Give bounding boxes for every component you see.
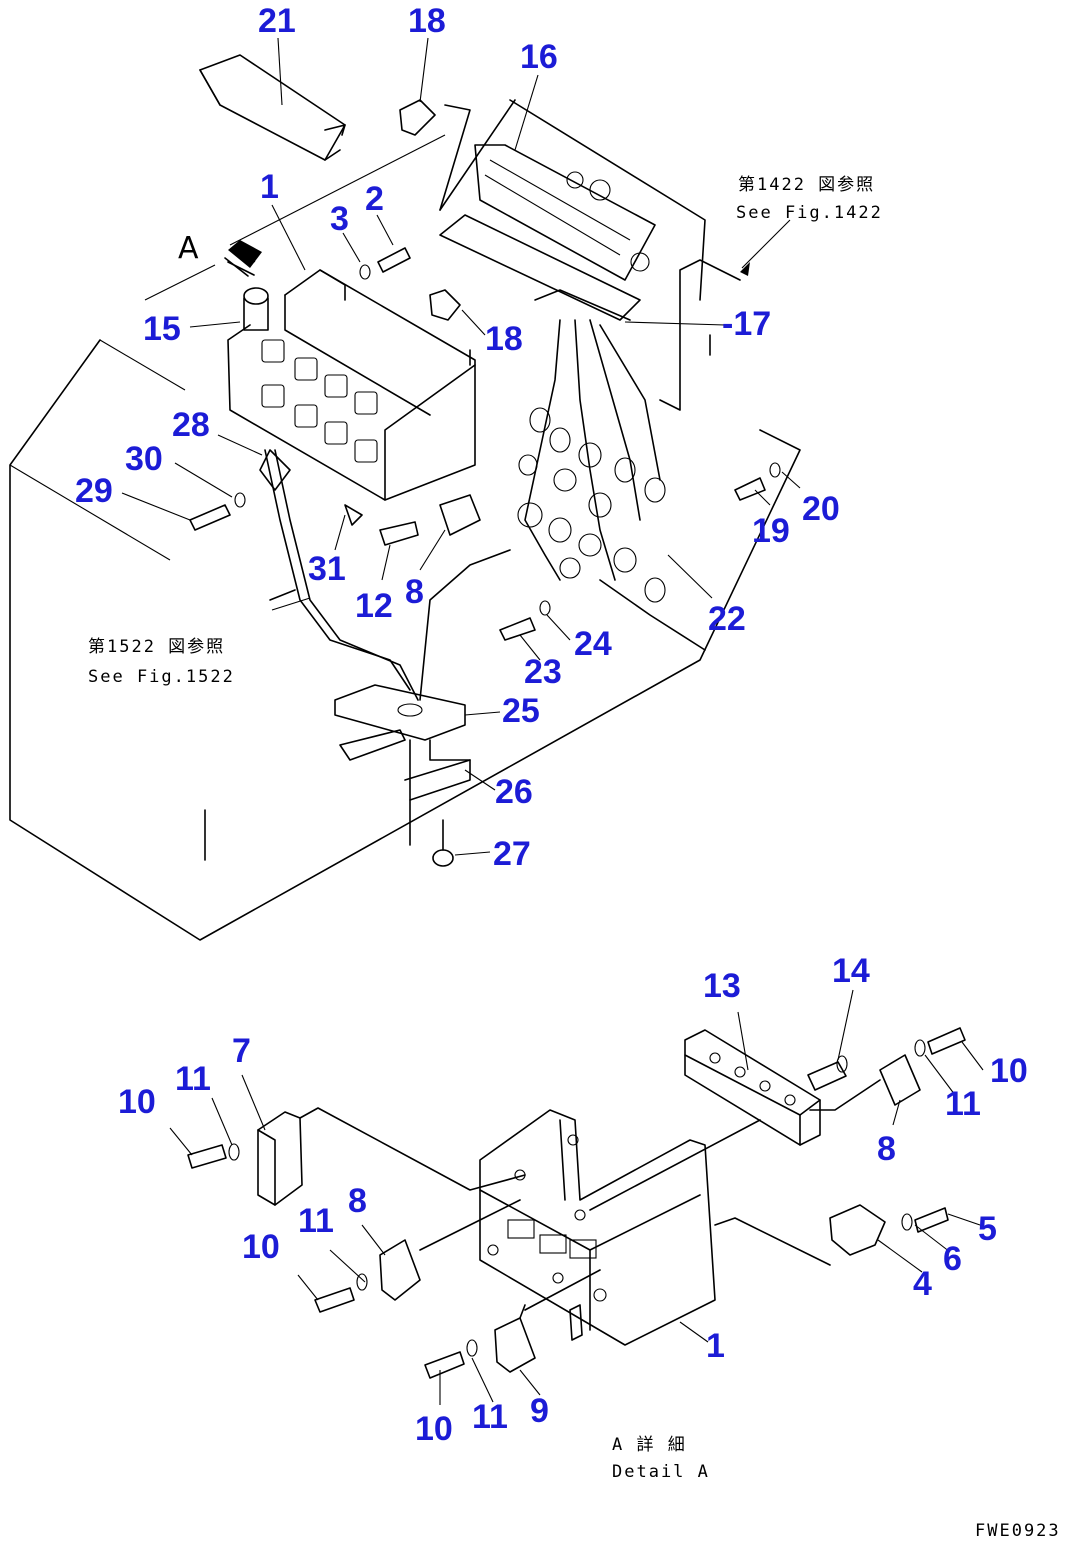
callout-12: 12 bbox=[355, 587, 393, 625]
callout-4: 4 bbox=[913, 1265, 932, 1303]
ref-1422-jp: 第1422 図参照 bbox=[738, 175, 875, 195]
callout-31: 31 bbox=[308, 550, 346, 588]
ref-arrow-1422 bbox=[741, 219, 791, 269]
callout-30: 30 bbox=[125, 440, 163, 478]
callout-26: 26 bbox=[495, 773, 533, 811]
callout-10a: 10 bbox=[118, 1083, 156, 1121]
bolt-2-washer-3 bbox=[359, 247, 411, 280]
callout-16: 16 bbox=[520, 38, 558, 76]
clip-18-mid bbox=[429, 289, 461, 321]
relay-box-1-detail bbox=[479, 1109, 716, 1346]
callout-7: 7 bbox=[232, 1032, 251, 1070]
callout-3: 3 bbox=[330, 200, 349, 238]
leader-lines-lower bbox=[169, 989, 984, 1405]
harness-down bbox=[264, 449, 511, 701]
callout-14: 14 bbox=[832, 952, 870, 990]
callout-22: 22 bbox=[708, 600, 746, 638]
callout-23: 23 bbox=[524, 653, 562, 691]
harness-detail bbox=[589, 1119, 761, 1211]
callout-13: 13 bbox=[703, 967, 741, 1005]
callout-19: 19 bbox=[752, 512, 790, 550]
rail-13 bbox=[684, 1029, 821, 1146]
reference-notes: A 第1422 図参照 See Fig.1422 第1522 図参照 See F… bbox=[88, 175, 1061, 1541]
relay-9 bbox=[494, 1269, 601, 1373]
callout-labels: 21 18 16 1 2 3 15 18 -17 28 30 29 20 19 … bbox=[75, 2, 1028, 1448]
callout-10b: 10 bbox=[242, 1228, 280, 1266]
relay-8-right bbox=[809, 1054, 921, 1111]
callout-28: 28 bbox=[172, 406, 210, 444]
cover-21 bbox=[199, 54, 346, 161]
detail-a-en: Detail A bbox=[612, 1462, 710, 1482]
bolt-10-11-c bbox=[424, 1339, 478, 1379]
bolt-5-6 bbox=[901, 1207, 949, 1233]
callout-5: 5 bbox=[978, 1210, 997, 1248]
callout-8c: 8 bbox=[877, 1130, 896, 1168]
callout-18a: 18 bbox=[408, 2, 446, 40]
detail-a-jp: A 詳 細 bbox=[612, 1435, 687, 1455]
bolt-19-20 bbox=[734, 462, 781, 501]
view-arrow-icon bbox=[224, 240, 262, 277]
monitor-panel-16 bbox=[439, 99, 706, 321]
relay-7 bbox=[257, 1107, 526, 1206]
callout-1a: 1 bbox=[260, 168, 279, 206]
callout-1b: 1 bbox=[706, 1327, 725, 1365]
callout-8a: 8 bbox=[405, 573, 424, 611]
callout-9: 9 bbox=[530, 1392, 549, 1430]
leader-lines-upper bbox=[121, 37, 801, 856]
callout-17: -17 bbox=[722, 305, 771, 343]
bolt-23-24 bbox=[499, 600, 551, 641]
callout-11b: 11 bbox=[298, 1202, 334, 1240]
relay-box-1 bbox=[227, 269, 476, 501]
callout-27: 27 bbox=[493, 835, 531, 873]
view-marker-a: A bbox=[178, 231, 199, 266]
callout-20: 20 bbox=[802, 490, 840, 528]
drawing-code: FWE0923 bbox=[975, 1521, 1061, 1541]
fuse-15 bbox=[243, 287, 269, 331]
clip-18-top bbox=[399, 99, 471, 211]
callout-15: 15 bbox=[143, 310, 181, 348]
fuse-14 bbox=[807, 1055, 848, 1091]
wire-harness bbox=[517, 259, 741, 651]
callout-11c: 11 bbox=[472, 1398, 508, 1436]
callout-18b: 18 bbox=[485, 320, 523, 358]
callout-10d: 10 bbox=[990, 1052, 1028, 1090]
callout-25: 25 bbox=[502, 692, 540, 730]
ref-1422-en: See Fig.1422 bbox=[736, 203, 883, 223]
ref-1522-jp: 第1522 図参照 bbox=[88, 637, 225, 657]
callout-11a: 11 bbox=[175, 1060, 211, 1098]
callout-8b: 8 bbox=[348, 1182, 367, 1220]
bolt-29-washer-30 bbox=[189, 449, 291, 531]
detail-a-assembly bbox=[169, 989, 984, 1405]
callout-24: 24 bbox=[574, 625, 612, 663]
relay-8-left bbox=[379, 1199, 521, 1301]
callout-29: 29 bbox=[75, 472, 113, 510]
ref-arrow-1522 bbox=[271, 597, 311, 611]
sensor-31-12-8 bbox=[344, 494, 481, 546]
bolt-10-11-a bbox=[187, 1143, 240, 1169]
callout-2a: 2 bbox=[365, 180, 384, 218]
ref-1522-en: See Fig.1522 bbox=[88, 667, 235, 687]
callout-11d: 11 bbox=[945, 1085, 981, 1123]
upper-assembly bbox=[9, 37, 801, 941]
plate-25-26-27 bbox=[334, 684, 471, 867]
callout-6: 6 bbox=[943, 1240, 962, 1278]
bolt-10-11-b bbox=[314, 1273, 368, 1313]
callout-21: 21 bbox=[258, 2, 296, 40]
bolt-10-11-d bbox=[914, 1027, 966, 1057]
switch-4 bbox=[714, 1204, 886, 1266]
callout-10c: 10 bbox=[415, 1410, 453, 1448]
